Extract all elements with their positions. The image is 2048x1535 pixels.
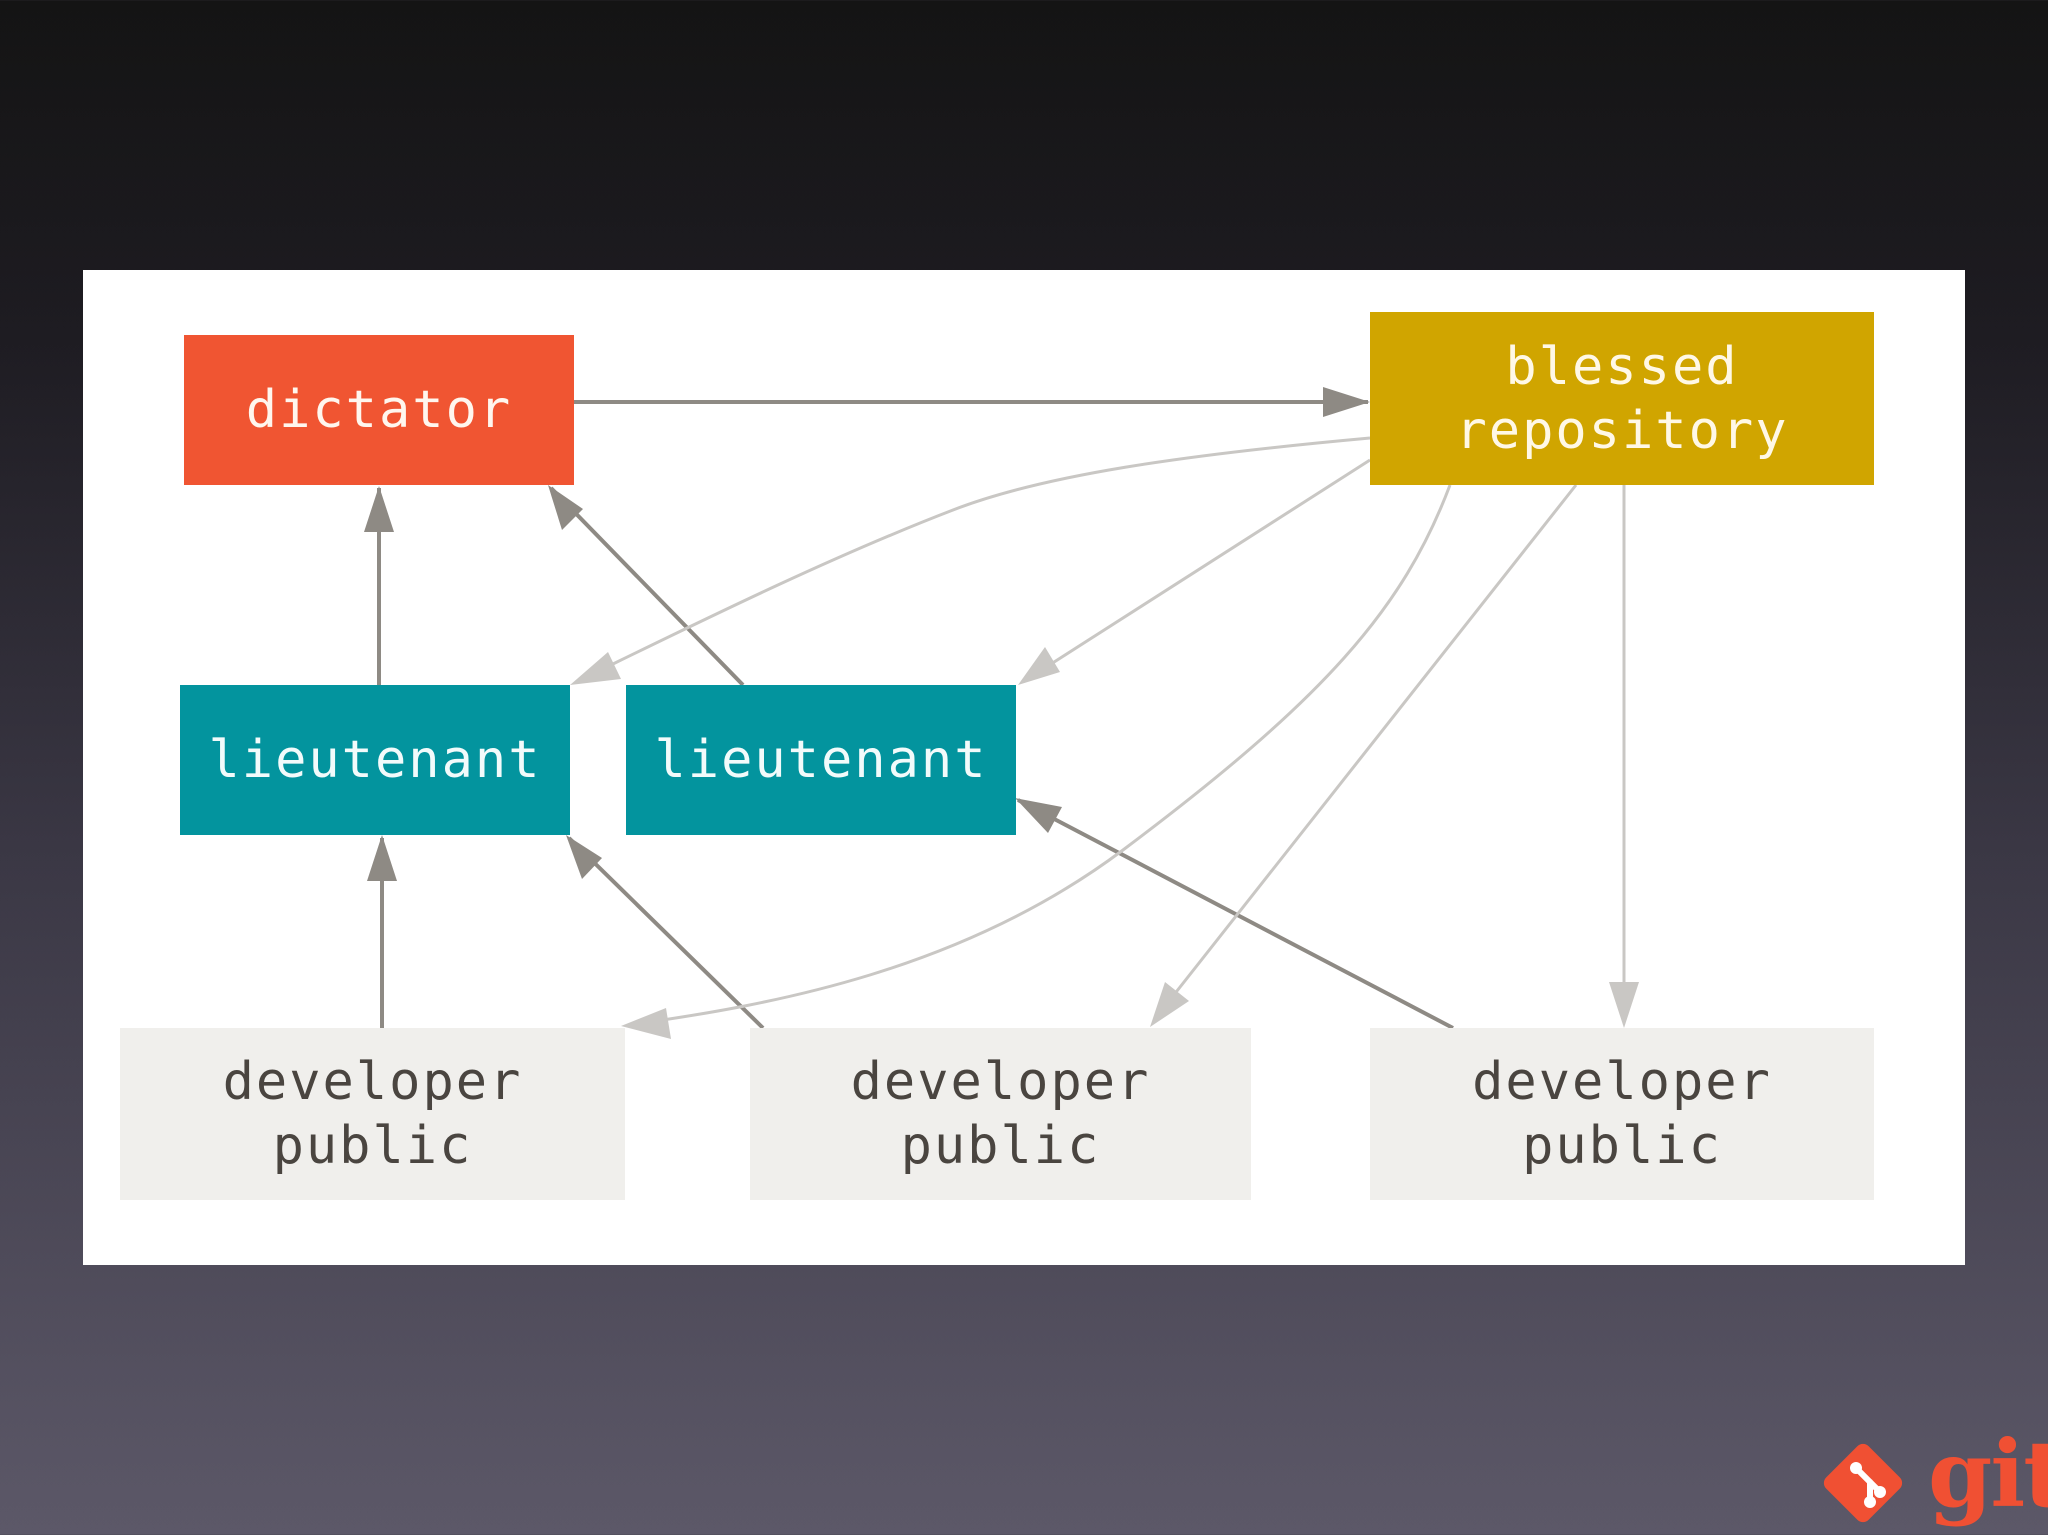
push-edges [377, 400, 1454, 1030]
edge-dev3-to-lt2 [1017, 798, 1454, 1030]
arrowhead [1150, 982, 1189, 1027]
git-logo-icon [1823, 1443, 1903, 1523]
git-logo-text: git [1928, 1420, 2048, 1528]
developer-public-node-3: developer public [1370, 1028, 1874, 1200]
edge-blessed-to-dev1 [627, 484, 1452, 1027]
dictator-node: dictator [184, 335, 574, 485]
diagram-panel: dictator blessed repository lieutenant l… [83, 270, 1965, 1265]
arrowhead [570, 652, 621, 685]
edge-blessed-to-lt1 [575, 436, 1371, 684]
arrowhead [1015, 798, 1062, 833]
diagram-edges [364, 387, 1639, 1039]
edge-lt2-to-dictator [549, 486, 745, 687]
edge-blessed-to-lt2 [1025, 458, 1371, 682]
developer-public-node-2: developer public [750, 1028, 1251, 1200]
lieutenant-node-1: lieutenant [180, 685, 570, 835]
arrowhead [621, 1008, 671, 1039]
developer-public-node-1: developer public [120, 1028, 625, 1200]
pull-arrowheads [570, 647, 1639, 1039]
arrowhead [1609, 982, 1639, 1028]
arrowhead [1323, 387, 1370, 417]
edge-blessed-to-dev2 [1156, 484, 1578, 1016]
arrowhead [364, 486, 394, 532]
edge-dev2-to-lt1 [567, 836, 765, 1030]
lieutenant-node-2: lieutenant [626, 685, 1016, 835]
arrowhead [367, 835, 397, 881]
arrowhead [566, 835, 602, 879]
push-arrowheads [364, 387, 1370, 881]
arrowhead [548, 485, 583, 530]
pull-edges [575, 436, 1626, 1027]
arrowhead [1018, 647, 1060, 685]
blessed-repository-node: blessed repository [1370, 312, 1874, 485]
